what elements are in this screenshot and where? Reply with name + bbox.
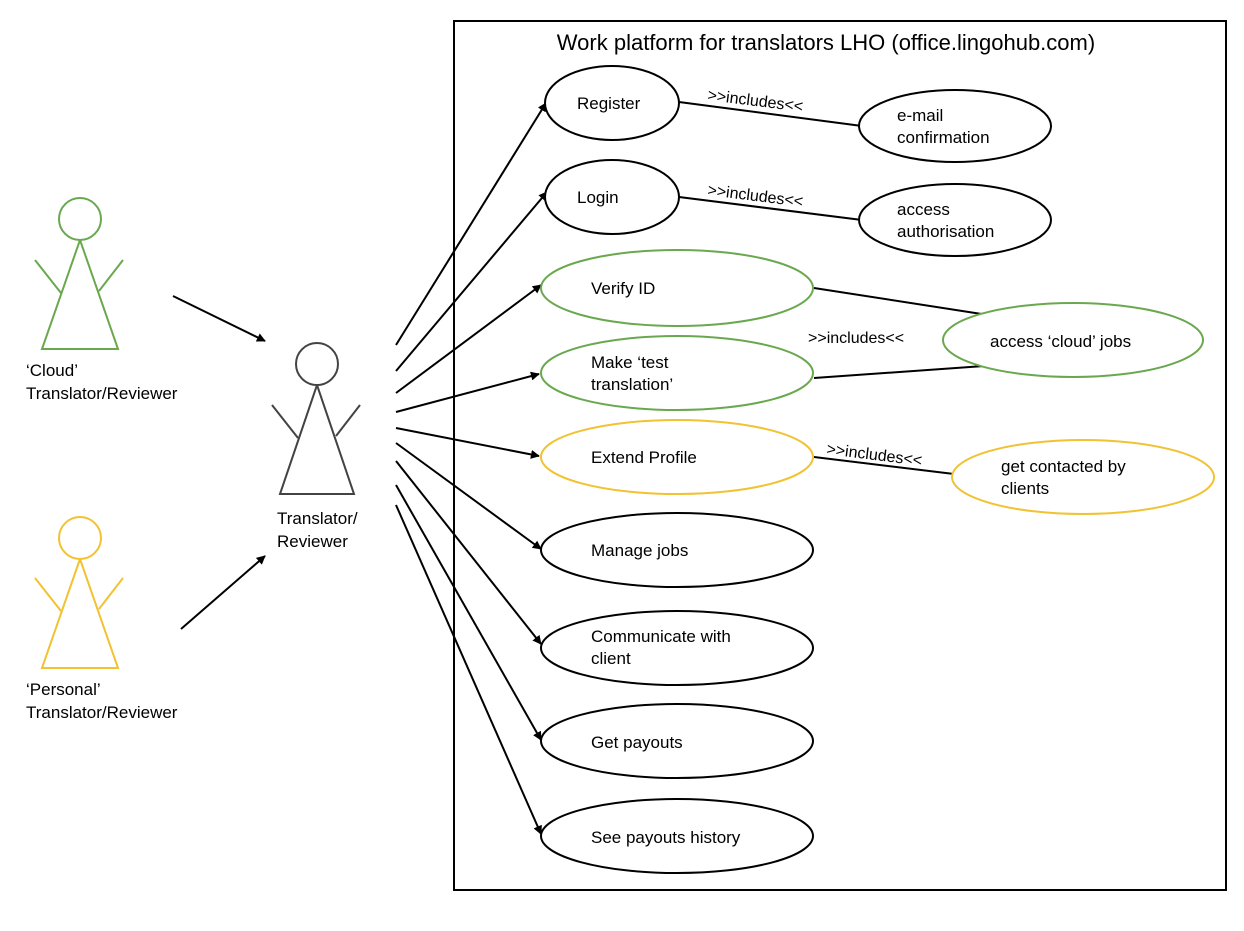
arrow-to-extend-profile: [395, 427, 540, 459]
arrow-to-payouts-history: [395, 504, 542, 835]
use-case-manage-jobs-label: Manage jobs: [591, 541, 688, 560]
use-case-login[interactable]: Login: [544, 159, 680, 235]
actor-cloud-label-line1: ‘Cloud’: [26, 361, 78, 380]
actor-personal: [34, 516, 124, 669]
use-case-email-confirmation-label-line1: e-mail: [897, 106, 943, 125]
actor-personal-left-arm: [34, 577, 62, 612]
actor-personal-right-arm: [98, 577, 124, 610]
use-case-register-label: Register: [577, 94, 641, 113]
use-case-register[interactable]: Register: [544, 65, 680, 141]
actor-main-right-arm: [335, 404, 361, 437]
include-label-profile: >>includes<<: [826, 441, 923, 470]
use-case-access-authorisation-label-line1: access: [897, 200, 950, 219]
arrow-to-login: [395, 191, 548, 372]
arrow-to-register: [395, 102, 547, 346]
relation-line-verify-to-cloud: [813, 287, 989, 316]
arrow-to-test-translation: [395, 371, 540, 413]
actor-cloud-left-arm: [34, 259, 62, 294]
arrow-to-manage-jobs: [395, 442, 542, 550]
use-case-test-translation[interactable]: Make ‘test translation’: [540, 335, 814, 411]
use-case-contacted-by-clients[interactable]: get contacted by clients: [951, 439, 1215, 515]
actor-personal-label-line1: ‘Personal’: [26, 680, 101, 699]
use-case-verify-id-label: Verify ID: [591, 279, 655, 298]
actor-main-head: [295, 342, 339, 386]
use-case-access-authorisation[interactable]: access authorisation: [858, 183, 1052, 257]
include-label-cloud: >>includes<<: [808, 330, 904, 347]
use-case-communicate-label-line1: Communicate with: [591, 627, 731, 646]
actor-personal-label-line2: Translator/Reviewer: [26, 703, 178, 722]
actor-personal-head: [58, 516, 102, 560]
system-title: Work platform for translators LHO (offic…: [557, 30, 1095, 55]
use-case-verify-id[interactable]: Verify ID: [540, 249, 814, 327]
actor-main: [271, 342, 361, 495]
use-case-extend-profile-label: Extend Profile: [591, 448, 697, 467]
use-case-email-confirmation-label-line2: confirmation: [897, 128, 990, 147]
use-case-communicate-label-line2: client: [591, 649, 631, 668]
arrow-cloud-to-main: [172, 295, 266, 342]
relation-line-test-to-cloud: [813, 365, 985, 379]
use-case-email-confirmation[interactable]: e-mail confirmation: [858, 89, 1052, 163]
use-case-manage-jobs[interactable]: Manage jobs: [540, 512, 814, 588]
actor-cloud-body: [40, 239, 120, 350]
actor-cloud: [34, 197, 124, 350]
arrow-personal-to-main: [180, 555, 266, 630]
use-case-login-label: Login: [577, 188, 619, 207]
arrow-to-get-payouts: [395, 484, 542, 741]
include-line-register: [678, 101, 863, 127]
use-case-communicate[interactable]: Communicate with client: [540, 610, 814, 686]
system-boundary: [453, 20, 1227, 891]
actor-cloud-right-arm: [98, 259, 124, 292]
actor-main-label-line1: Translator/: [277, 509, 358, 528]
actor-cloud-head: [58, 197, 102, 241]
use-case-contacted-by-clients-label-line2: clients: [1001, 479, 1049, 498]
include-line-login: [678, 196, 863, 221]
use-case-extend-profile[interactable]: Extend Profile: [540, 419, 814, 495]
use-case-payouts-history[interactable]: See payouts history: [540, 798, 814, 874]
use-case-test-translation-label-line2: translation’: [591, 375, 673, 394]
arrow-to-verify-id: [395, 284, 542, 394]
use-case-cloud-jobs[interactable]: access ‘cloud’ jobs: [942, 302, 1204, 378]
use-case-get-payouts[interactable]: Get payouts: [540, 703, 814, 779]
use-case-contacted-by-clients-label-line1: get contacted by: [1001, 457, 1126, 476]
arrow-to-communicate: [395, 460, 542, 645]
include-line-profile: [813, 456, 955, 475]
actor-main-left-arm: [271, 404, 299, 439]
use-case-test-translation-label-line1: Make ‘test: [591, 353, 669, 372]
actor-main-label-line2: Reviewer: [277, 532, 348, 551]
use-case-access-authorisation-label-line2: authorisation: [897, 222, 994, 241]
actor-personal-body: [40, 558, 120, 669]
use-case-cloud-jobs-label: access ‘cloud’ jobs: [990, 332, 1131, 351]
use-case-get-payouts-label: Get payouts: [591, 733, 683, 752]
actor-main-body: [278, 384, 356, 495]
use-case-payouts-history-label: See payouts history: [591, 828, 741, 847]
actor-cloud-label-line2: Translator/Reviewer: [26, 384, 178, 403]
